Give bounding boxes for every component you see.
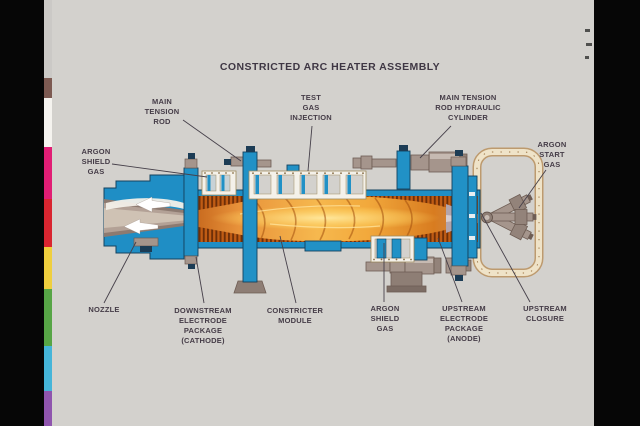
strip-segment [44,147,52,199]
strip-segment [44,346,52,391]
film-border-left [0,0,44,426]
label-constricter-module: CONSTRICTER MODULE [266,306,324,326]
strip-segment [44,78,52,98]
strip-segment [44,199,52,247]
strip-segment [44,98,52,147]
film-border-right [594,0,640,426]
label-main-tension-rod: MAIN TENSION ROD [144,97,180,127]
strip-segment [44,391,52,426]
label-argon-shield-gas-left: ARGON SHIELD GAS [81,147,111,177]
label-argon-start-gas: ARGON START GAS [537,140,567,170]
label-test-gas-injection: TEST GAS INJECTION [290,93,332,123]
label-argon-shield-gas-bottom: ARGON SHIELD GAS [370,304,400,334]
label-upstream-closure: UPSTREAM CLOSURE [523,304,567,324]
label-upstream-electrode-package: UPSTREAM ELECTRODE PACKAGE (ANODE) [439,304,489,344]
diagram-title: CONSTRICTED ARC HEATER ASSEMBLY [219,61,441,73]
label-main-tension-rod-hydraulic-cylinder: MAIN TENSION ROD HYDRAULIC CYLINDER [435,93,501,123]
strip-segment [44,247,52,289]
label-downstream-electrode-package: DOWNSTREAM ELECTRODE PACKAGE (CATHODE) [174,306,232,346]
strip-segment [44,289,52,346]
label-nozzle: NOZZLE [88,305,120,314]
strip-segment [44,0,52,78]
calibration-strip [44,0,52,426]
